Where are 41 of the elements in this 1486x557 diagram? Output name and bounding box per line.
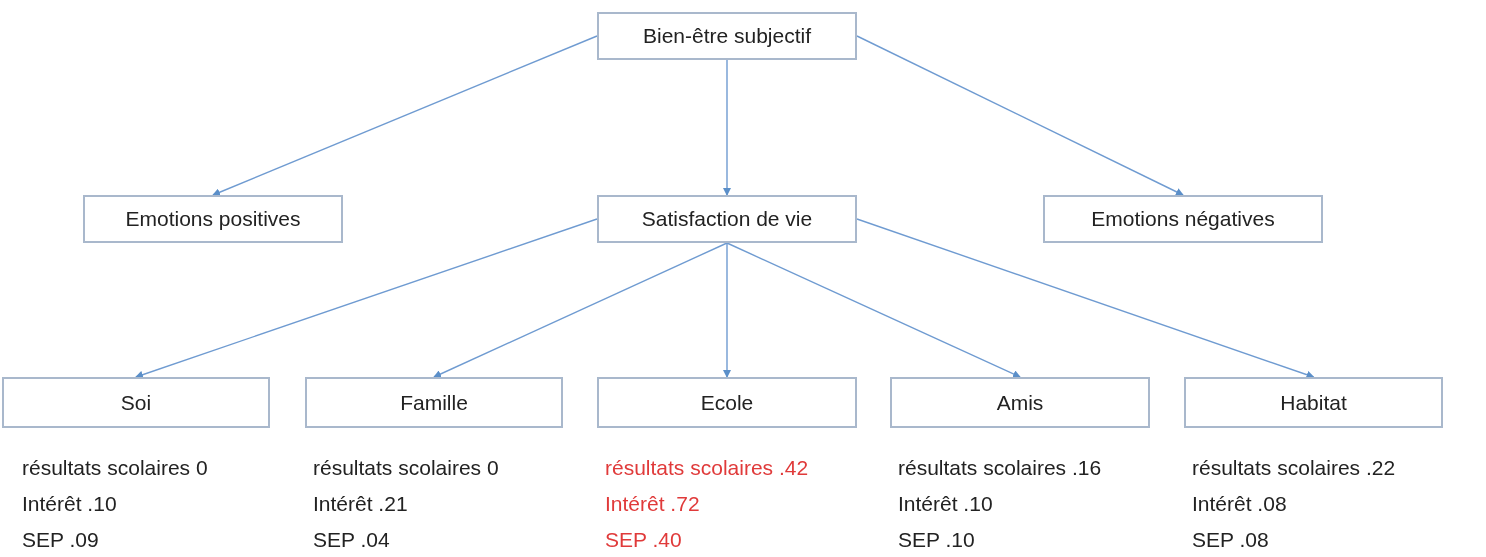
arrow	[856, 218, 1315, 379]
category-box	[597, 12, 857, 60]
correlation-text: Intérêt .10	[898, 491, 993, 517]
correlation-text: SEP .09	[22, 527, 99, 553]
correlation-text: Intérêt .21	[313, 491, 408, 517]
correlation-text: Intérêt .08	[1192, 491, 1287, 517]
category-box	[2, 377, 270, 428]
box-label: Amis	[996, 390, 1044, 415]
box-label: Bien-être subjectif	[642, 24, 812, 48]
arrow	[723, 242, 731, 378]
category-box	[1043, 195, 1323, 243]
category-box	[83, 195, 343, 243]
box-label: Ecole	[700, 390, 754, 415]
correlation-text: SEP .10	[898, 527, 975, 553]
arrow	[723, 59, 731, 196]
correlation-text: résultats scolaires .16	[898, 455, 1102, 481]
category-box	[597, 195, 857, 243]
arrow	[212, 35, 598, 196]
correlation-text: SEP .08	[1192, 527, 1269, 553]
correlation-text: SEP .04	[313, 527, 390, 553]
correlation-text: résultats scolaires .42	[605, 455, 809, 481]
correlation-text: Intérêt .72	[605, 491, 700, 517]
category-box	[305, 377, 563, 428]
box-label: Habitat	[1280, 390, 1347, 415]
correlation-text: résultats scolaires 0	[313, 455, 499, 481]
box-label: Famille	[400, 390, 468, 415]
box-label: Satisfaction de vie	[641, 207, 813, 231]
correlation-text: SEP .40	[605, 527, 682, 553]
correlation-text: résultats scolaires .22	[1192, 455, 1396, 481]
box-label: Soi	[120, 390, 152, 415]
box-label: Emotions positives	[125, 207, 301, 231]
arrow	[433, 242, 728, 378]
category-box	[1184, 377, 1443, 428]
category-box	[597, 377, 857, 428]
arrow	[135, 218, 598, 379]
box-label: Emotions négatives	[1091, 207, 1275, 231]
correlation-text: résultats scolaires 0	[22, 455, 208, 481]
arrow	[726, 242, 1021, 378]
category-box	[890, 377, 1150, 428]
correlation-text: Intérêt .10	[22, 491, 117, 517]
arrow	[856, 35, 1184, 196]
